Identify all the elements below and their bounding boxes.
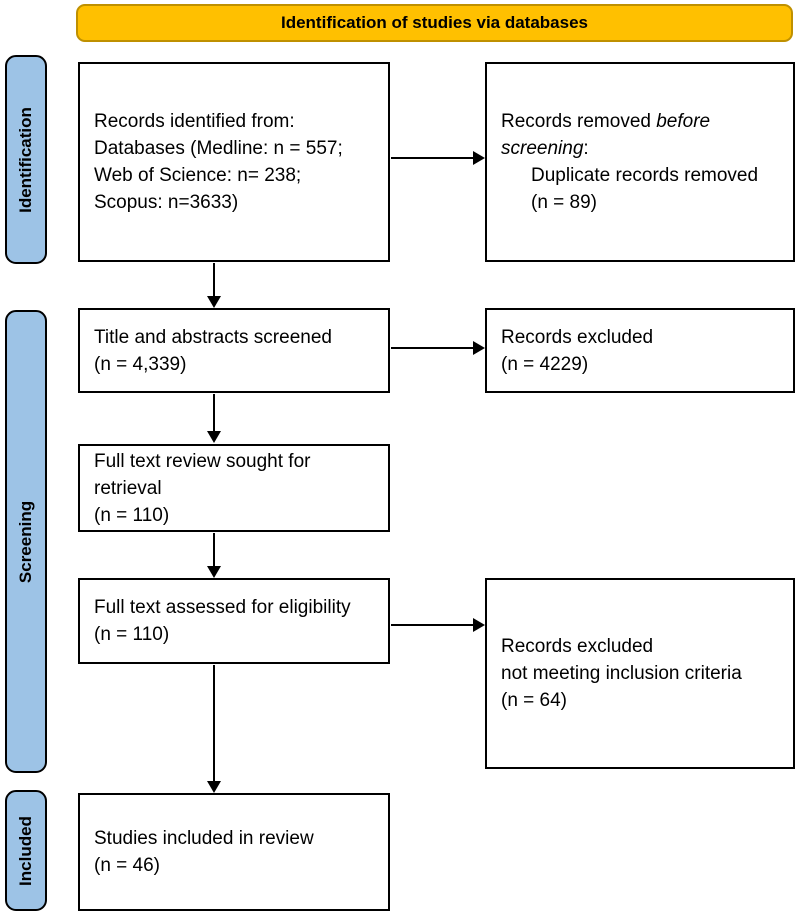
box-line: Duplicate records removed — [531, 165, 759, 186]
box-full-text-sought: Full text review sought for retrieval (n… — [78, 444, 390, 532]
arrow-screened-to-sought — [207, 394, 221, 443]
stage-identification-text: Identification — [16, 106, 35, 213]
box-line: (n = 46) — [94, 855, 161, 876]
box-line: Records excluded — [501, 636, 654, 657]
box-line: Databases (Medline: n = 557; — [94, 138, 343, 159]
arrow-screened-to-excluded — [391, 341, 485, 355]
stage-label-identification: Identification — [5, 55, 47, 264]
box-line: (n = 4229) — [501, 353, 589, 375]
box-line: Studies included in review — [94, 828, 314, 849]
box-line: retrieval — [94, 477, 162, 499]
box-line: Scopus: n=3633) — [94, 192, 239, 213]
box-line: Full text assessed for eligibility — [94, 597, 351, 618]
box-line: (n = 110) — [94, 624, 170, 645]
box-line: Records excluded — [501, 326, 654, 348]
box-line: Records removed before — [501, 111, 711, 132]
box-line: (n = 89) — [531, 192, 598, 213]
header-banner: Identification of studies via databases — [76, 4, 793, 42]
box-records-removed: Records removed before screening: Duplic… — [485, 62, 795, 262]
arrow-identified-to-removed — [391, 151, 485, 165]
box-line: Title and abstracts screened — [94, 326, 332, 348]
box-line: not meeting inclusion criteria — [501, 663, 742, 684]
arrow-sought-to-assessed — [207, 533, 221, 578]
box-studies-included: Studies included in review (n = 46) — [78, 793, 390, 911]
arrow-assessed-to-included — [207, 665, 221, 793]
box-records-excluded-eligibility: Records excluded not meeting inclusion c… — [485, 578, 795, 769]
box-line: Web of Science: n= 238; — [94, 165, 302, 186]
box-line: (n = 64) — [501, 690, 568, 711]
box-line: Records identified from: — [94, 111, 295, 132]
box-line: (n = 110) — [94, 504, 170, 526]
arrow-identified-to-screened — [207, 263, 221, 308]
stage-label-included: Included — [5, 790, 47, 911]
box-records-identified: Records identified from: Databases (Medl… — [78, 62, 390, 262]
box-title-abstract-screened: Title and abstracts screened (n = 4,339) — [78, 308, 390, 393]
box-records-excluded-screening: Records excluded (n = 4229) — [485, 308, 795, 393]
box-line: (n = 4,339) — [94, 353, 187, 375]
box-line: screening: — [501, 138, 589, 159]
header-title: Identification of studies via databases — [280, 13, 589, 32]
stage-label-screening: Screening — [5, 310, 47, 773]
stage-screening-text: Screening — [16, 500, 36, 583]
box-line: Full text review sought for — [94, 450, 311, 472]
box-full-text-assessed: Full text assessed for eligibility (n = … — [78, 578, 390, 664]
arrow-assessed-to-excluded — [391, 618, 485, 632]
stage-included-text: Included — [16, 815, 35, 886]
